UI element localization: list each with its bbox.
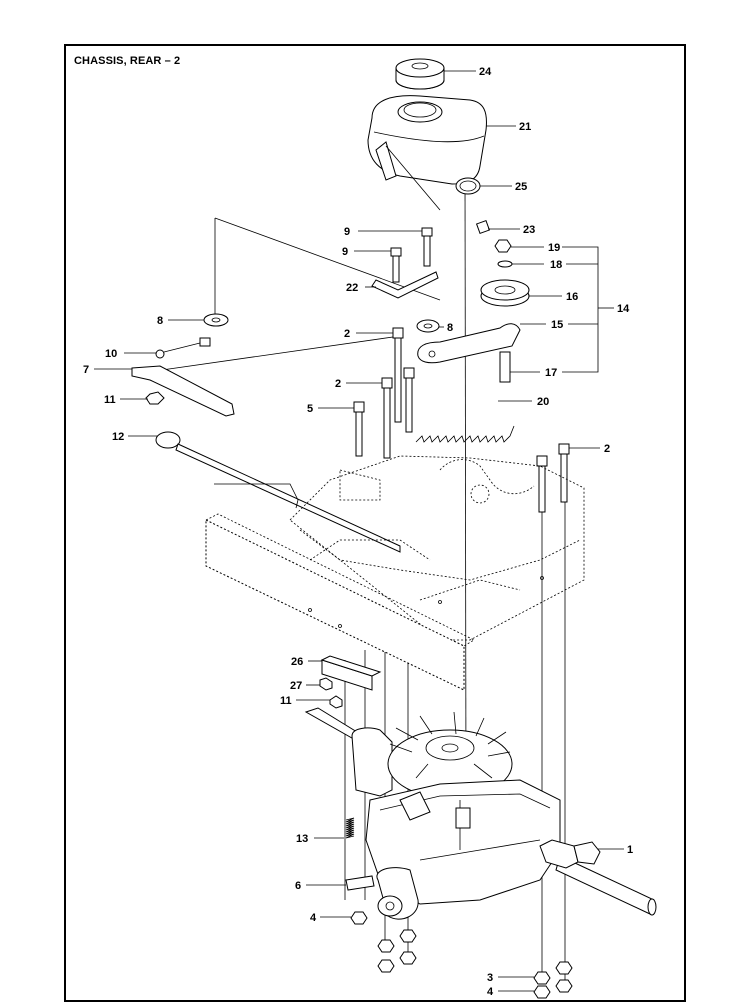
callout-19: 19 <box>548 242 560 254</box>
callout-4a: 4 <box>310 912 317 924</box>
callout-24: 24 <box>479 66 492 78</box>
callout-17: 17 <box>545 367 557 379</box>
washers-8 <box>203 313 440 333</box>
small-bracket <box>345 875 375 891</box>
callout-1: 1 <box>627 844 633 856</box>
callout-27: 27 <box>290 680 302 692</box>
transaxle <box>304 707 657 920</box>
callout-23: 23 <box>523 224 535 236</box>
callout-9b: 9 <box>342 246 348 258</box>
callout-labels: 24 21 25 23 9 9 19 18 22 16 14 8 8 2 15 … <box>83 66 633 998</box>
callout-9a: 9 <box>344 226 350 238</box>
fuel-tank <box>367 95 487 211</box>
nuts <box>350 911 573 999</box>
callout-10: 10 <box>105 348 117 360</box>
callout-2c: 2 <box>604 443 610 455</box>
bracket <box>371 271 439 299</box>
callout-11a: 11 <box>104 394 116 406</box>
callout-14: 14 <box>617 303 630 315</box>
callout-20: 20 <box>537 396 549 408</box>
hose-clamp <box>455 177 481 195</box>
callout-21: 21 <box>519 121 531 133</box>
rear-chassis <box>205 455 585 691</box>
long-rod <box>155 431 401 553</box>
callout-7: 7 <box>83 364 89 376</box>
callout-2b: 2 <box>335 378 341 390</box>
callout-18: 18 <box>550 259 562 271</box>
callout-8a: 8 <box>157 315 163 327</box>
control-rod-and-lever <box>131 337 235 417</box>
callout-5: 5 <box>307 403 313 415</box>
callout-12: 12 <box>112 431 124 443</box>
callout-6: 6 <box>295 880 301 892</box>
callout-25: 25 <box>515 181 527 193</box>
diagram-frame <box>64 44 686 1002</box>
callout-8b: 8 <box>447 322 453 334</box>
callout-11b: 11 <box>280 695 292 707</box>
idler-assembly <box>417 239 530 383</box>
lower-small-parts <box>319 655 382 709</box>
diagram-title: CHASSIS, REAR – 2 <box>74 55 181 67</box>
spring <box>415 425 515 443</box>
callout-13: 13 <box>296 833 308 845</box>
bolts-9 <box>390 227 433 283</box>
callout-16: 16 <box>566 291 578 303</box>
callout-2a: 2 <box>344 328 350 340</box>
callout-22: 22 <box>346 282 358 294</box>
callout-4b: 4 <box>487 986 494 998</box>
fitting <box>475 219 491 235</box>
return-spring <box>345 817 355 839</box>
callout-15: 15 <box>551 319 563 331</box>
callout-3: 3 <box>487 972 493 984</box>
callout-leaders <box>94 70 624 992</box>
callout-26: 26 <box>291 656 303 668</box>
fuel-cap <box>395 58 445 90</box>
